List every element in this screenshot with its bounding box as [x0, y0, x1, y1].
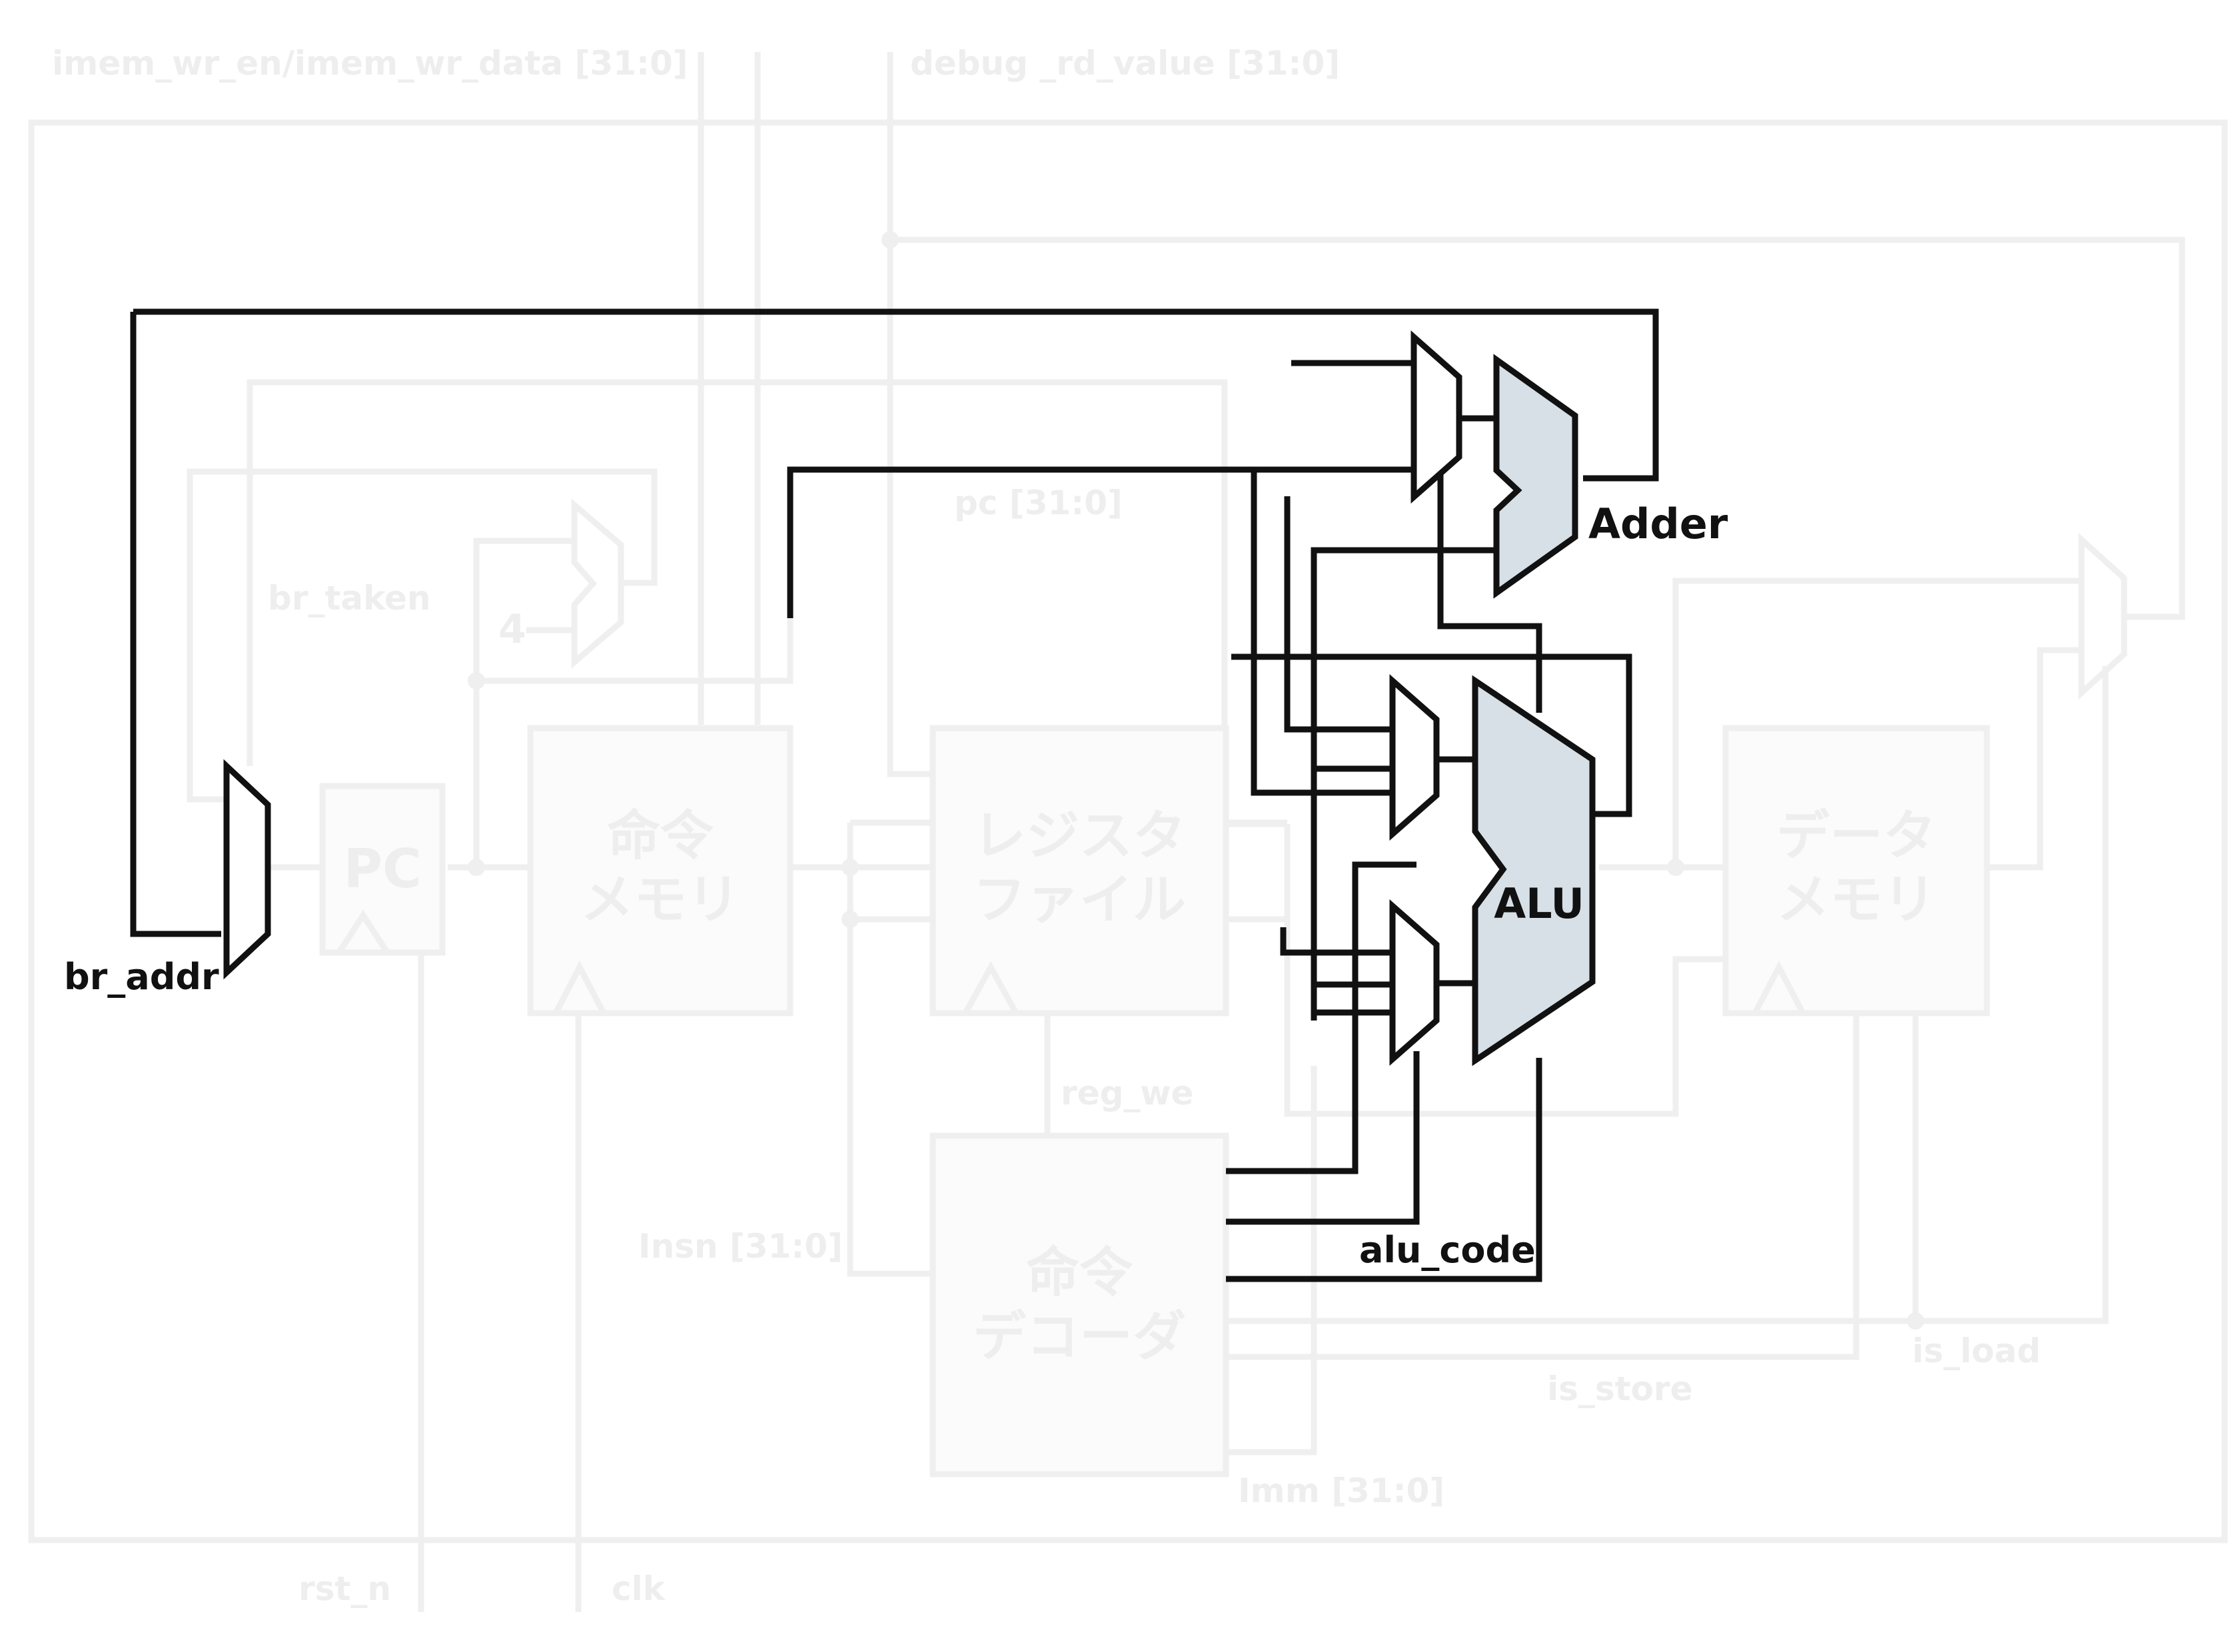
clk-label: clk	[612, 1569, 666, 1608]
active-circuit	[130, 308, 1659, 1282]
insn-bus-trunk	[847, 823, 934, 1277]
alu-input-mux-b[interactable]	[1389, 899, 1440, 1066]
alu-loop-wire[interactable]	[1231, 653, 1632, 817]
junction-dot	[841, 859, 859, 876]
cpu-outer-frame	[28, 119, 2228, 1543]
decoder-imm	[1226, 1066, 1317, 1455]
const-four-label: 4	[498, 606, 526, 653]
decoder-label-line1: 命令	[1026, 1242, 1133, 1304]
instruction-decoder	[929, 1132, 1229, 1477]
dmem-label-line2: メモリ	[1776, 869, 1936, 931]
faded-circuit	[28, 52, 2228, 1612]
rs1b-wire[interactable]	[1284, 496, 1393, 733]
imm-label: Imm [31:0]	[1238, 1471, 1444, 1510]
pc-to-adder-wire[interactable]	[787, 466, 1416, 618]
alu-mux-b-in1[interactable]	[1280, 927, 1393, 956]
debug-read-label: debug _rd_value [31:0]	[910, 44, 1340, 83]
data-memory	[1722, 725, 1990, 1017]
debug-to-writeback	[890, 236, 2185, 620]
is-load-label: is_load	[1912, 1332, 2041, 1370]
branch-mux-dark-stub	[223, 759, 271, 980]
dmem-to-wb-mux	[1989, 647, 2079, 871]
pc-block-label: PC	[343, 838, 421, 900]
pc-to-alu-branch	[476, 610, 794, 684]
dmem-clock-triangle	[1753, 961, 1805, 1014]
is-store-label: is_store	[1547, 1370, 1692, 1408]
rst-n-label: rst_n	[298, 1569, 391, 1608]
br-addr-down-wire[interactable]	[130, 312, 221, 937]
decoder-is-store	[1226, 1013, 1860, 1360]
decoder-sel-a[interactable]	[1226, 966, 1359, 1174]
adder-to-alu-bus[interactable]	[1437, 466, 1542, 713]
active-labels: Adder ALU br_addr alu_code	[64, 500, 1728, 1271]
adder-in2-wire[interactable]	[1311, 547, 1496, 1021]
regfile-label-line2: ファイル	[973, 869, 1186, 931]
reg-we-label: reg_we	[1061, 1074, 1193, 1112]
imem-write-label: imem_wr_en/imem_wr_data [31:0]	[52, 44, 688, 83]
branch-mux-feedback	[187, 468, 658, 803]
adder-select-mux[interactable]	[1410, 330, 1462, 504]
instruction-memory	[527, 725, 794, 1017]
decoder-sel-b[interactable]	[1226, 1051, 1420, 1225]
adder-label: Adder	[1588, 500, 1728, 548]
faded-labels: imem_wr_en/imem_wr_data [31:0] debug _rd…	[52, 44, 2041, 1608]
alu-unit	[1472, 675, 1596, 1066]
debug-read-bus	[887, 52, 933, 777]
pc-register	[319, 783, 446, 956]
alu-to-wb-mux	[1672, 578, 2079, 867]
alu-input-mux-a[interactable]	[1389, 674, 1440, 841]
br-addr-label: br_addr	[64, 956, 219, 998]
junction-dot	[881, 231, 899, 248]
junction-dot	[468, 672, 485, 689]
register-file	[929, 725, 1229, 1017]
decoder-label-line2: デコーダ	[973, 1306, 1186, 1368]
imem-label-line2: メモリ	[580, 869, 740, 931]
regfile-label-line1: レジスタ	[973, 805, 1186, 867]
rs1-wire[interactable]	[1251, 470, 1393, 796]
pc-bus-label: pc [31:0]	[954, 484, 1123, 522]
imem-clock-triangle	[554, 961, 606, 1014]
alu-mux-b-from-adder[interactable]	[1352, 861, 1416, 985]
pc-to-plus4	[473, 538, 573, 867]
dmem-label-line1: データ	[1776, 805, 1936, 867]
junction-dot	[841, 911, 859, 928]
regfile-clock-triangle	[963, 961, 1018, 1014]
writeback-wire	[1284, 824, 1726, 1117]
pc-clock-triangle	[337, 909, 389, 953]
alu-label: ALU	[1494, 879, 1584, 928]
insn-label: Insn [31:0]	[638, 1227, 843, 1266]
writeback-mux	[2078, 532, 2127, 700]
junction-dot	[468, 859, 485, 876]
junction-dot	[1667, 859, 1684, 876]
imem-label-line1: 命令	[607, 805, 714, 867]
pc-plus4-adder	[571, 498, 624, 669]
alu-code-label: alu_code	[1359, 1229, 1536, 1271]
br-addr-wire[interactable]	[133, 308, 1659, 482]
decoder-is-load	[1226, 666, 2109, 1324]
junction-dot	[1907, 1312, 1924, 1330]
adder-unit	[1493, 354, 1578, 599]
br-taken-label: br_taken	[268, 579, 431, 618]
alu-code-wire[interactable]	[1226, 1058, 1542, 1282]
